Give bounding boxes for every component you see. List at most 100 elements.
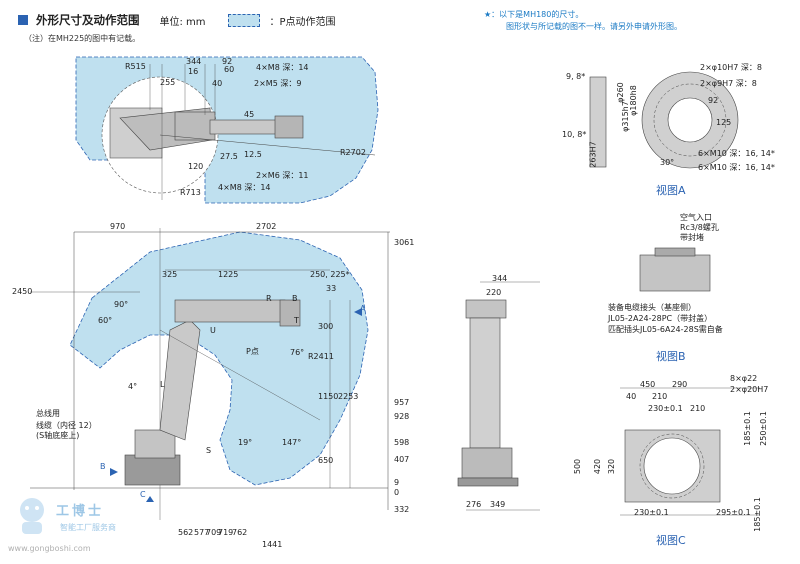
side-h-928: 928 <box>394 412 410 421</box>
top-dim-344: 344 <box>186 57 202 66</box>
view-c-caption: 视图C <box>656 534 686 547</box>
mascot-icon <box>20 498 44 534</box>
view-a-marker: A <box>360 304 366 313</box>
view-c-dim-210a: 210 <box>652 392 668 401</box>
angle-60: 60° <box>98 316 113 325</box>
side-dim-325: 325 <box>162 270 178 279</box>
view-c-dim-295: 295±0.1 <box>716 508 751 517</box>
side-h-0: 0 <box>394 488 400 497</box>
front-dim-220: 220 <box>486 288 502 297</box>
cable-note: 总线用 <box>36 409 60 418</box>
top-radius-713: R713 <box>180 188 201 197</box>
top-dim-92: 92 <box>222 57 233 66</box>
side-dim-1150: 1150 <box>318 392 339 401</box>
view-c-dim-40: 40 <box>626 392 637 401</box>
top-label-m8-2: 4×M8 深：14 <box>218 183 271 192</box>
angle-4: 4° <box>128 382 138 391</box>
view-c-marker: C <box>140 490 146 499</box>
bottom-dim-577: 577 <box>194 528 210 537</box>
side-radius-2411: R2411 <box>308 352 334 361</box>
axis-l: L <box>160 380 165 389</box>
side-h-957: 957 <box>394 398 410 407</box>
bottom-dim-1441: 1441 <box>262 540 283 549</box>
watermark-slogan: 智能工厂服务商 <box>60 523 116 532</box>
view-a-dim-263: 263H7 <box>588 141 598 168</box>
view-c-dim-250: 250±0.1 <box>758 411 768 446</box>
view-c-dim-450: 450 <box>640 380 656 389</box>
section-marker <box>18 15 28 25</box>
top-label-m6: 2×M6 深：11 <box>256 171 309 180</box>
watermark: 工博士 智能工厂服务商 www.gongboshi.com <box>8 490 168 560</box>
view-b-cable-3: 匹配插头JL05-6A24-28S需自备 <box>608 325 723 334</box>
view-a-label-2: 2×φ9H7 深：8 <box>700 79 757 88</box>
watermark-url: www.gongboshi.com <box>8 544 91 553</box>
front-view <box>457 281 540 511</box>
view-a-caption: 视图A <box>656 184 686 197</box>
bottom-dim-562: 562 <box>178 528 194 537</box>
side-view <box>30 228 390 520</box>
view-b-cable-1: 装备电缆接头（基座侧） <box>608 303 696 312</box>
view-b-air-3: 带封堵 <box>680 233 704 242</box>
view-c-dim-420: 420 <box>593 458 603 475</box>
right-note-line1: ★：以下是MH180的尺寸。 <box>484 10 584 19</box>
view-c <box>620 387 760 516</box>
side-dim-250: 250, 225* <box>310 270 350 279</box>
front-dim-349: 349 <box>490 500 506 509</box>
side-h-407: 407 <box>394 455 410 464</box>
side-dim-2702: 2702 <box>256 222 277 231</box>
view-c-holes-20: 2×φ20H7 <box>730 385 769 394</box>
cable-note-2: 线缆（内径 12） <box>36 421 97 430</box>
bottom-dim-709: 709 <box>206 528 222 537</box>
top-dim-12-5: 12.5 <box>244 150 262 159</box>
header-note: （注）在MH225的图中有记载。 <box>24 34 141 43</box>
view-b-marker: B <box>100 462 106 471</box>
view-c-dim-185b: 185±0.1 <box>752 497 762 532</box>
range-legend-text: ：P点动作范围 <box>269 16 336 28</box>
view-b-air-2: Rc3/8螺孔 <box>680 223 719 232</box>
side-h-332: 332 <box>394 505 410 514</box>
side-dim-2253: 2253 <box>338 392 359 401</box>
view-b-air-1: 空气入口 <box>680 213 712 222</box>
view-a-dim-9: 9, 8* <box>566 72 586 81</box>
range-legend-swatch <box>227 13 260 27</box>
view-c-dim-230b: 230±0.1 <box>634 508 669 517</box>
view-a-dim-180: φ180h8 <box>628 85 638 116</box>
top-label-m8-1: 4×M8 深：14 <box>256 63 309 72</box>
axis-b: B <box>292 294 298 303</box>
header: 外形尺寸及动作范围 单位: mm ：P点动作范围 <box>18 12 336 28</box>
view-a-dim-92: 92 <box>708 96 719 105</box>
view-c-dim-210b: 210 <box>690 404 706 413</box>
view-a-dim-125: 125 <box>716 118 732 127</box>
view-a-dim-260: φ260 <box>615 82 625 103</box>
side-dim-300: 300 <box>318 322 334 331</box>
watermark-name: 工博士 <box>56 504 105 519</box>
top-label-m5: 2×M5 深：9 <box>254 79 302 88</box>
page-title: 外形尺寸及动作范围 <box>36 13 140 27</box>
top-dim-27-5: 27.5 <box>220 152 238 161</box>
view-c-dim-290: 290 <box>672 380 688 389</box>
view-b-cable-2: JL05-2A24-28PC（带封盖） <box>608 314 713 323</box>
view-a-label-3: 6×M10 深：16, 14* <box>698 149 775 158</box>
view-a-label-1: 2×φ10H7 深：8 <box>700 63 762 72</box>
bottom-dim-762: 762 <box>232 528 248 537</box>
top-dim-40: 40 <box>212 79 223 88</box>
view-a-label-4: 6×M10 深：16, 14* <box>698 163 775 172</box>
axis-u: U <box>210 326 216 335</box>
view-a-dim-10: 10, 8* <box>562 130 587 139</box>
right-note: ★：以下是MH180的尺寸。 图形状与所记载的图不一样。请另外申请外形图。 <box>484 9 682 33</box>
p-point-label: P点 <box>246 347 259 356</box>
side-h-9: 9 <box>394 478 400 487</box>
top-dim-60: 60 <box>224 65 235 74</box>
axis-r: R <box>266 294 272 303</box>
view-c-dim-500: 500 <box>573 458 583 475</box>
bottom-dim-719: 719 <box>218 528 234 537</box>
angle-19: 19° <box>238 438 253 447</box>
top-radius-2702: R2702 <box>340 148 366 157</box>
cable-note-3: (S轴底座上) <box>36 431 80 440</box>
angle-90: 90° <box>114 300 129 309</box>
view-b-caption: 视图B <box>656 350 686 363</box>
side-h-3061: 3061 <box>394 238 415 247</box>
side-dim-970: 970 <box>110 222 126 231</box>
top-radius-515: R515 <box>125 62 146 71</box>
